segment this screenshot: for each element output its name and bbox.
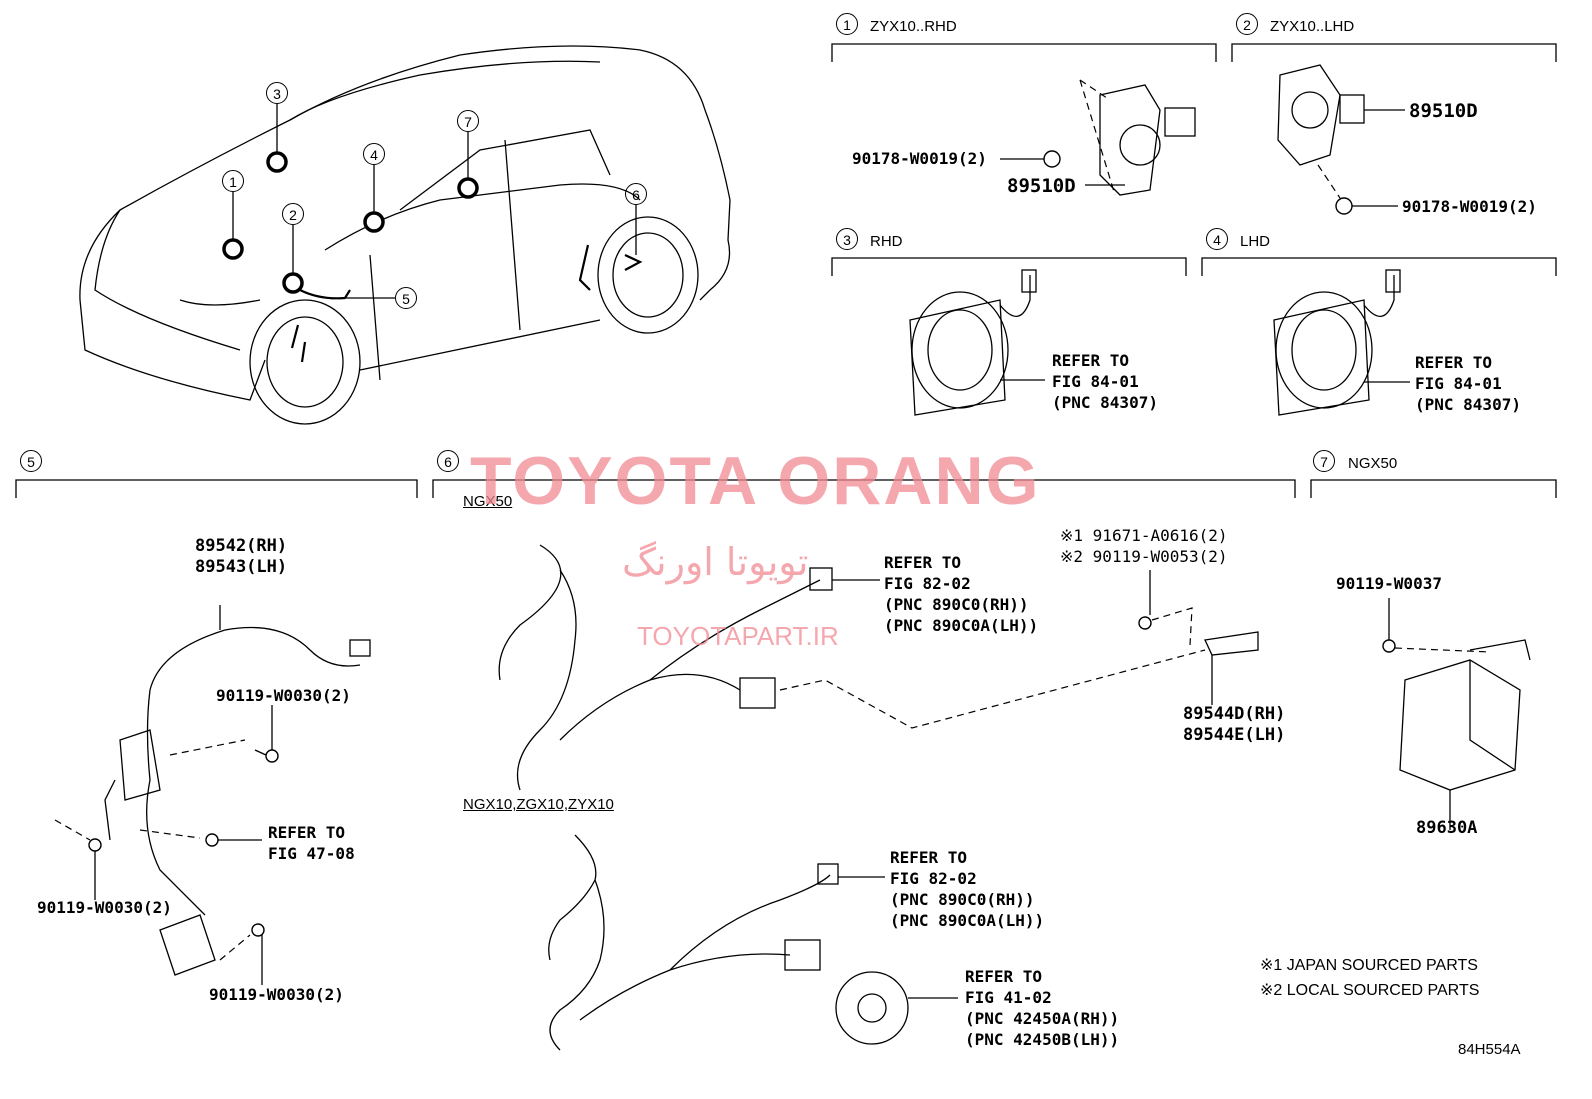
- section-1-number: 1: [836, 13, 858, 35]
- location-marker-7: 7: [457, 110, 479, 132]
- p4-refer-line-2: FIG 84-01: [1415, 374, 1502, 393]
- figure-code: 84H554A: [1458, 1041, 1521, 1058]
- watermark-brand-fa: تویوتا اورنگ: [622, 540, 809, 584]
- p4-refer-line-3: (PNC 84307): [1415, 395, 1521, 414]
- p5-bolt-c-number: 90119-W0030(2): [209, 985, 344, 1004]
- p5-bolt-b-number: 90119-W0030(2): [37, 898, 172, 917]
- section4-spiral-cable: [1273, 269, 1410, 416]
- section2-sensor: [1277, 64, 1405, 215]
- p1-bolt-number: 90178-W0019(2): [852, 149, 987, 168]
- section-6-number: 6: [437, 450, 459, 472]
- p3-refer-line-1: REFER TO: [1052, 351, 1130, 370]
- section7-ecu: [1382, 598, 1531, 830]
- section-1-label: ZYX10..RHD: [870, 18, 957, 35]
- watermark-brand: TOYOTA ORANG: [470, 443, 1041, 519]
- p1-sensor-number: 89510D: [1007, 175, 1076, 197]
- p7-bolt-number: 90119-W0037: [1336, 574, 1442, 593]
- p6-refer-a-line-4: (PNC 890C0A(LH)): [884, 616, 1039, 635]
- p6-sensor-number-lh: 89544E(LH): [1183, 725, 1286, 745]
- section-5-number: 5: [20, 450, 42, 472]
- p6-bolt-note-1: ※1 91671-A0616(2): [1060, 526, 1228, 545]
- watermark-url: TOYOTAPART.IR: [637, 621, 839, 651]
- location-marker-5: 5: [395, 287, 417, 309]
- p2-bolt-number: 90178-W0019(2): [1402, 197, 1537, 216]
- p6-refer-b-line-2: FIG 82-02: [890, 869, 977, 888]
- section5-wire: [54, 605, 371, 985]
- p2-sensor-number: 89510D: [1409, 100, 1478, 122]
- sub-label-ngx10: NGX10,ZGX10,ZYX10: [463, 796, 614, 813]
- p6-refer-c-line-2: FIG 41-02: [965, 988, 1052, 1007]
- p6-refer-a-line-2: FIG 82-02: [884, 574, 971, 593]
- section-3-label: RHD: [870, 233, 903, 250]
- p6-sensor-number-rh: 89544D(RH): [1183, 704, 1286, 724]
- p6-bolt-note-2: ※2 90119-W0053(2): [1060, 547, 1228, 566]
- section3-spiral-cable: [909, 269, 1045, 416]
- p6-refer-c-line-1: REFER TO: [965, 967, 1043, 986]
- section-2-number: 2: [1236, 13, 1258, 35]
- section-4-label: LHD: [1240, 233, 1271, 250]
- location-marker-1: 1: [222, 170, 244, 192]
- p5-refer-line-1: REFER TO: [268, 823, 346, 842]
- p5-bolt-a-number: 90119-W0030(2): [216, 686, 351, 705]
- p6-refer-a-line-3: (PNC 890C0(RH)): [884, 595, 1029, 614]
- section1-sensor: [1000, 79, 1196, 196]
- p4-refer-line-1: REFER TO: [1415, 353, 1493, 372]
- p7-ecu-number: 89630A: [1416, 818, 1478, 838]
- section6-wire-ngx10: [548, 834, 958, 1051]
- p6-refer-a-line-1: REFER TO: [884, 553, 962, 572]
- p5-wire-number-rh: 89542(RH): [195, 536, 288, 556]
- location-marker-4: 4: [363, 143, 385, 165]
- vehicle-overview: [79, 45, 731, 425]
- location-marker-2: 2: [282, 203, 304, 225]
- location-marker-6: 6: [625, 183, 647, 205]
- section-7-label: NGX50: [1348, 455, 1398, 472]
- note-local-sourced: ※2 LOCAL SOURCED PARTS: [1260, 982, 1480, 999]
- location-marker-3: 3: [266, 82, 288, 104]
- section-3-number: 3: [836, 228, 858, 250]
- p6-refer-b-line-3: (PNC 890C0(RH)): [890, 890, 1035, 909]
- section-brackets: [15, 43, 1557, 498]
- p6-refer-b-line-4: (PNC 890C0A(LH)): [890, 911, 1045, 930]
- p5-refer-line-2: FIG 47-08: [268, 844, 355, 863]
- p6-refer-b-line-1: REFER TO: [890, 848, 968, 867]
- p3-refer-line-3: (PNC 84307): [1052, 393, 1158, 412]
- section6-wire-ngx50: [498, 544, 1259, 791]
- section-4-number: 4: [1206, 228, 1228, 250]
- section-7-number: 7: [1313, 450, 1335, 472]
- section-2-label: ZYX10..LHD: [1270, 18, 1355, 35]
- p6-refer-c-line-4: (PNC 42450B(LH)): [965, 1030, 1120, 1049]
- p6-refer-c-line-3: (PNC 42450A(RH)): [965, 1009, 1120, 1028]
- p5-wire-number-lh: 89543(LH): [195, 557, 288, 577]
- note-japan-sourced: ※1 JAPAN SOURCED PARTS: [1260, 957, 1478, 974]
- sub-label-ngx50: NGX50: [463, 493, 513, 510]
- p3-refer-line-2: FIG 84-01: [1052, 372, 1139, 391]
